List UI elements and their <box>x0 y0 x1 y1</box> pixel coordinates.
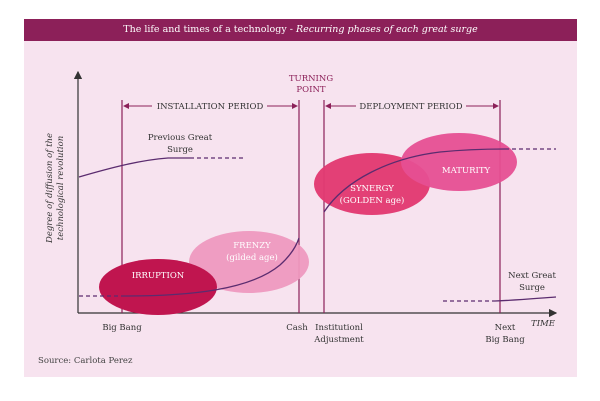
irruption-blob <box>99 259 217 315</box>
synergy-label-line2: (GOLDEN age) <box>340 195 405 206</box>
frenzy-blob <box>189 231 309 293</box>
next-big-bang-label-line1: Next <box>495 323 516 333</box>
turning-point-label-line1: TURNING <box>289 74 333 84</box>
main-surge-curve-installation <box>124 237 300 297</box>
diagram-title: The life and times of a technology - <box>123 24 293 35</box>
next-surge-label-line1: Next Great <box>508 271 556 281</box>
crash-label: Cash <box>286 323 308 333</box>
x-axis-time-label: TIME <box>531 319 556 329</box>
source-note: Source: Carlota Perez <box>38 356 133 366</box>
frenzy-label-line1: FRENZY <box>233 241 271 251</box>
diagram-background <box>24 19 577 377</box>
y-axis-label-line1: Degree of diffusion of the <box>45 133 55 244</box>
previous-surge-label-line1: Previous Great <box>148 133 213 143</box>
y-axis-label-line2: technological revolution <box>56 136 66 240</box>
previous-surge-curve <box>78 157 190 178</box>
synergy-label-line1: SYNERGY <box>350 184 394 194</box>
title-bar: The life and times of a technology - Rec… <box>24 19 577 41</box>
institutional-label-line1: Institutionl <box>315 323 363 333</box>
next-big-bang-label-line2: Big Bang <box>485 335 525 345</box>
deployment-period-label: DEPLOYMENT PERIOD <box>359 102 462 112</box>
turning-point-label-line2: POINT <box>296 85 325 95</box>
irruption-label: IRRUPTION <box>132 271 185 281</box>
big-bang-label: Big Bang <box>102 323 142 333</box>
diagram-subtitle: Recurring phases of each great surge <box>295 24 478 35</box>
institutional-label-line2: Adjustment <box>313 335 364 345</box>
maturity-label: MATURITY <box>442 166 491 176</box>
next-surge-label-line2: Surge <box>519 283 545 293</box>
synergy-blob <box>314 153 430 215</box>
installation-period-label: INSTALLATION PERIOD <box>157 102 264 112</box>
main-surge-curve-deployment <box>323 148 506 213</box>
frenzy-label-line2: (gilded age) <box>226 252 278 263</box>
maturity-blob <box>401 133 517 191</box>
previous-surge-label-line2: Surge <box>167 145 193 155</box>
next-surge-curve <box>494 296 557 302</box>
